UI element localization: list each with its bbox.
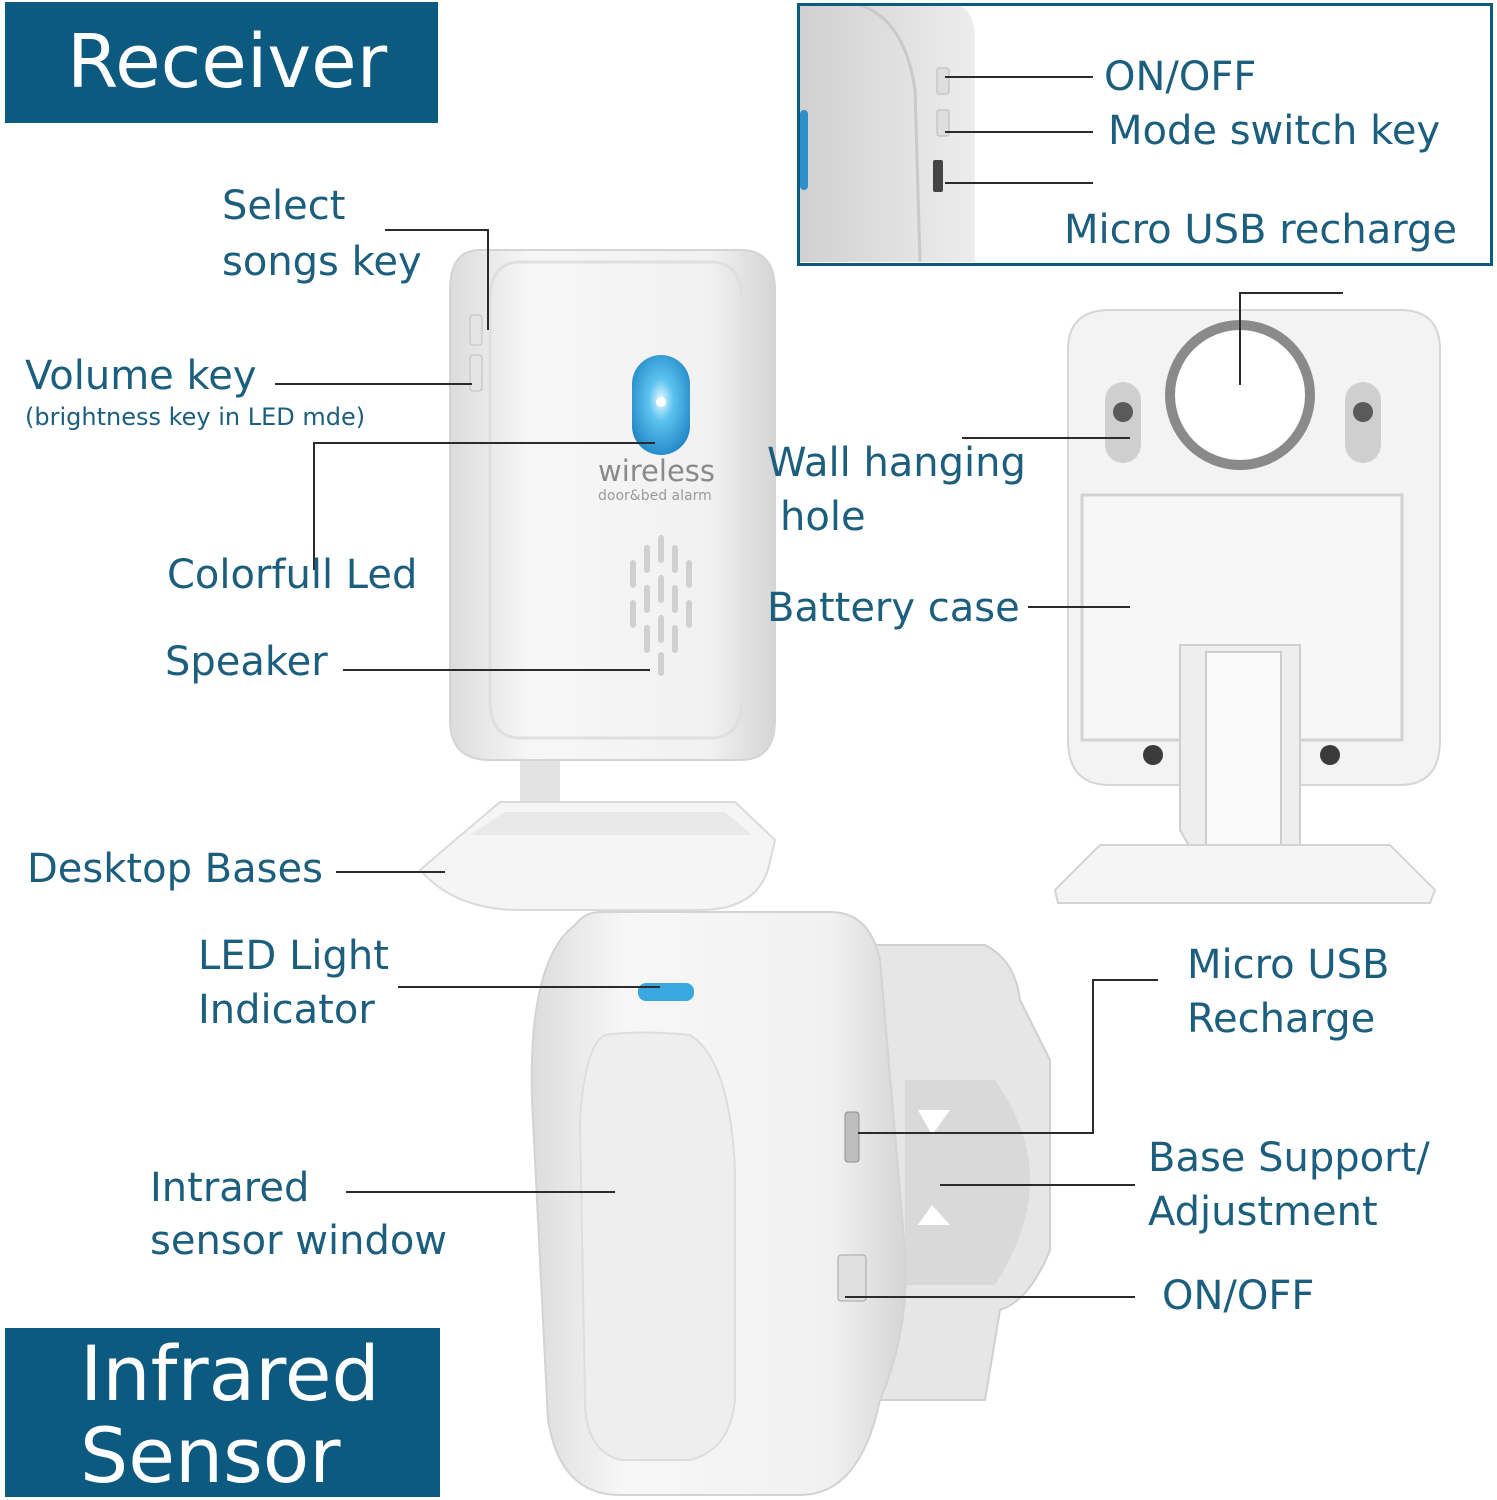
label-micro-usb-top: Micro USB recharge	[1064, 207, 1457, 253]
label-battery-case: Battery case	[767, 585, 1020, 631]
wall-hole-left	[1105, 382, 1141, 463]
label-infrared-window-line2: sensor window	[150, 1218, 448, 1264]
label-select-songs-line1: Select	[222, 183, 346, 229]
label-desktop-bases: Desktop Bases	[27, 846, 323, 892]
label-select-songs-line2: songs key	[222, 239, 422, 285]
infrared-banner-line2: Sensor	[80, 1411, 341, 1500]
label-led-indicator-line2: Indicator	[198, 987, 375, 1033]
receiver-banner-title: Receiver	[67, 19, 388, 105]
label-wall-hanging-line1: Wall hanging	[767, 440, 1026, 486]
label-mode-switch: Mode switch key	[1108, 108, 1441, 154]
label-infrared-window-line1: Intrared	[150, 1165, 310, 1211]
label-base-support-line1: Base Support/	[1148, 1135, 1430, 1181]
speaker-grill	[630, 535, 692, 676]
usb-port-sensor	[844, 1111, 860, 1163]
label-wall-hanging-line2: hole	[780, 494, 866, 540]
mode-switch-side	[936, 109, 950, 137]
device-brand-text: wireless	[598, 454, 715, 488]
infrared-banner-line1: Infrared	[80, 1329, 380, 1418]
on-off-switch-sensor	[837, 1254, 867, 1302]
side-view-inset-frame	[797, 3, 1493, 266]
label-colorfull-led: Colorfull Led	[167, 552, 418, 598]
label-micro-usb-bottom-line1: Micro USB	[1187, 942, 1390, 988]
label-volume-key-note: (brightness key in LED mde)	[25, 403, 366, 431]
infrared-sensor	[530, 911, 1051, 1496]
wall-hole-right	[1345, 382, 1381, 463]
label-on-off-top: ON/OFF	[1104, 54, 1257, 100]
sensor-window	[578, 1031, 736, 1461]
infrared-sensor-banner: Infrared Sensor	[5, 1328, 440, 1497]
label-base-support-line2: Adjustment	[1148, 1189, 1378, 1235]
leader-lines	[275, 76, 1343, 1298]
on-off-switch-side	[936, 67, 950, 95]
led-indicator	[638, 983, 694, 1001]
receiver-side-inset	[800, 3, 1490, 263]
device-subtitle-text: door&bed alarm	[598, 488, 712, 504]
receiver-front	[418, 249, 777, 911]
label-on-off-bottom: ON/OFF	[1162, 1273, 1315, 1319]
receiver-back	[1053, 309, 1441, 904]
label-volume-key: Volume key	[25, 353, 257, 399]
label-micro-usb-bottom-line2: Recharge	[1187, 996, 1376, 1042]
receiver-banner: Receiver	[5, 2, 438, 123]
label-led-indicator-line1: LED Light	[198, 933, 389, 979]
label-speaker: Speaker	[165, 639, 328, 685]
usb-port-side	[933, 160, 943, 192]
